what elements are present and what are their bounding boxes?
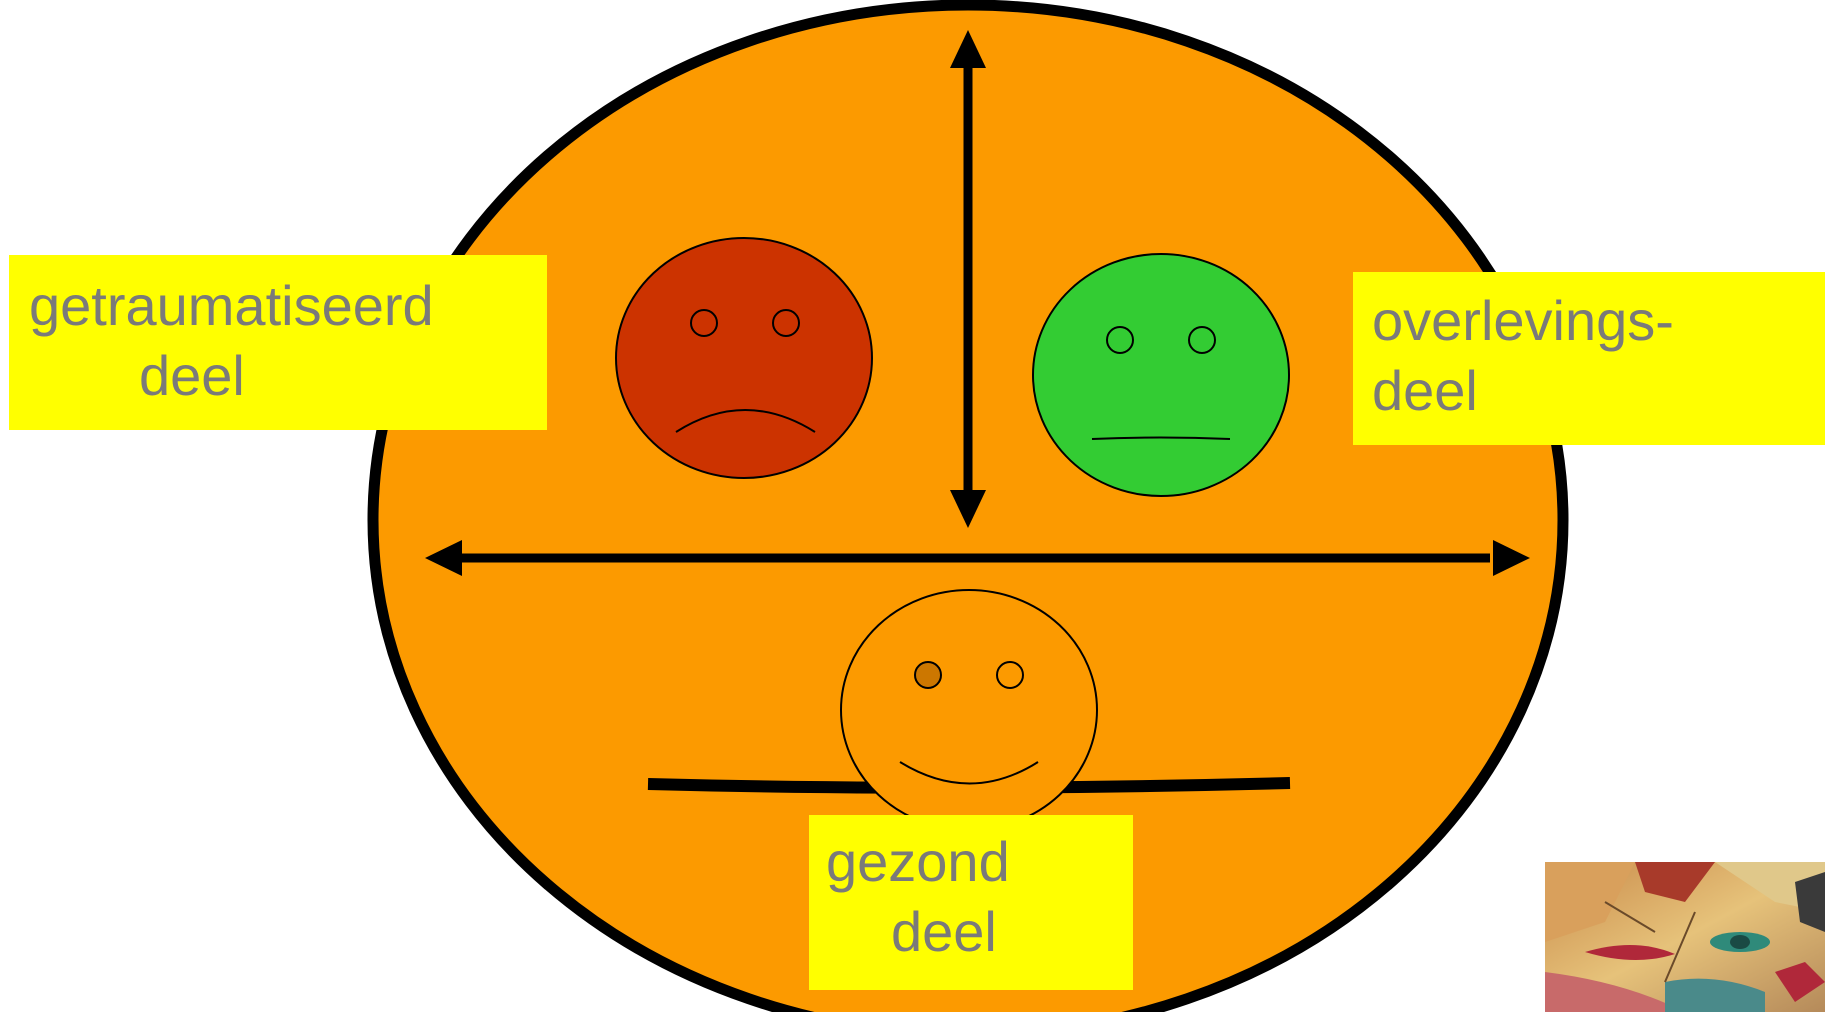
label-traumatized-line2: deel	[139, 344, 245, 407]
horizontal-double-arrow	[425, 540, 1530, 576]
label-traumatized-part: getraumatiseerd deel	[9, 255, 547, 430]
label-healthy-part: gezond deel	[809, 815, 1133, 990]
label-survival-line1: overlevings-	[1372, 289, 1674, 352]
label-traumatized-line1: getraumatiseerd	[29, 274, 434, 337]
neutral-face-icon	[1032, 253, 1290, 497]
painted-face-thumbnail	[1545, 862, 1825, 1012]
label-healthy-line2: deel	[891, 900, 997, 963]
label-healthy-line1: gezond	[826, 830, 1010, 893]
label-survival-line2: deel	[1372, 359, 1478, 422]
happy-face-icon	[840, 589, 1098, 831]
sad-face-icon	[615, 237, 873, 479]
label-survival-part: overlevings- deel	[1353, 272, 1825, 445]
vertical-double-arrow	[950, 30, 986, 528]
